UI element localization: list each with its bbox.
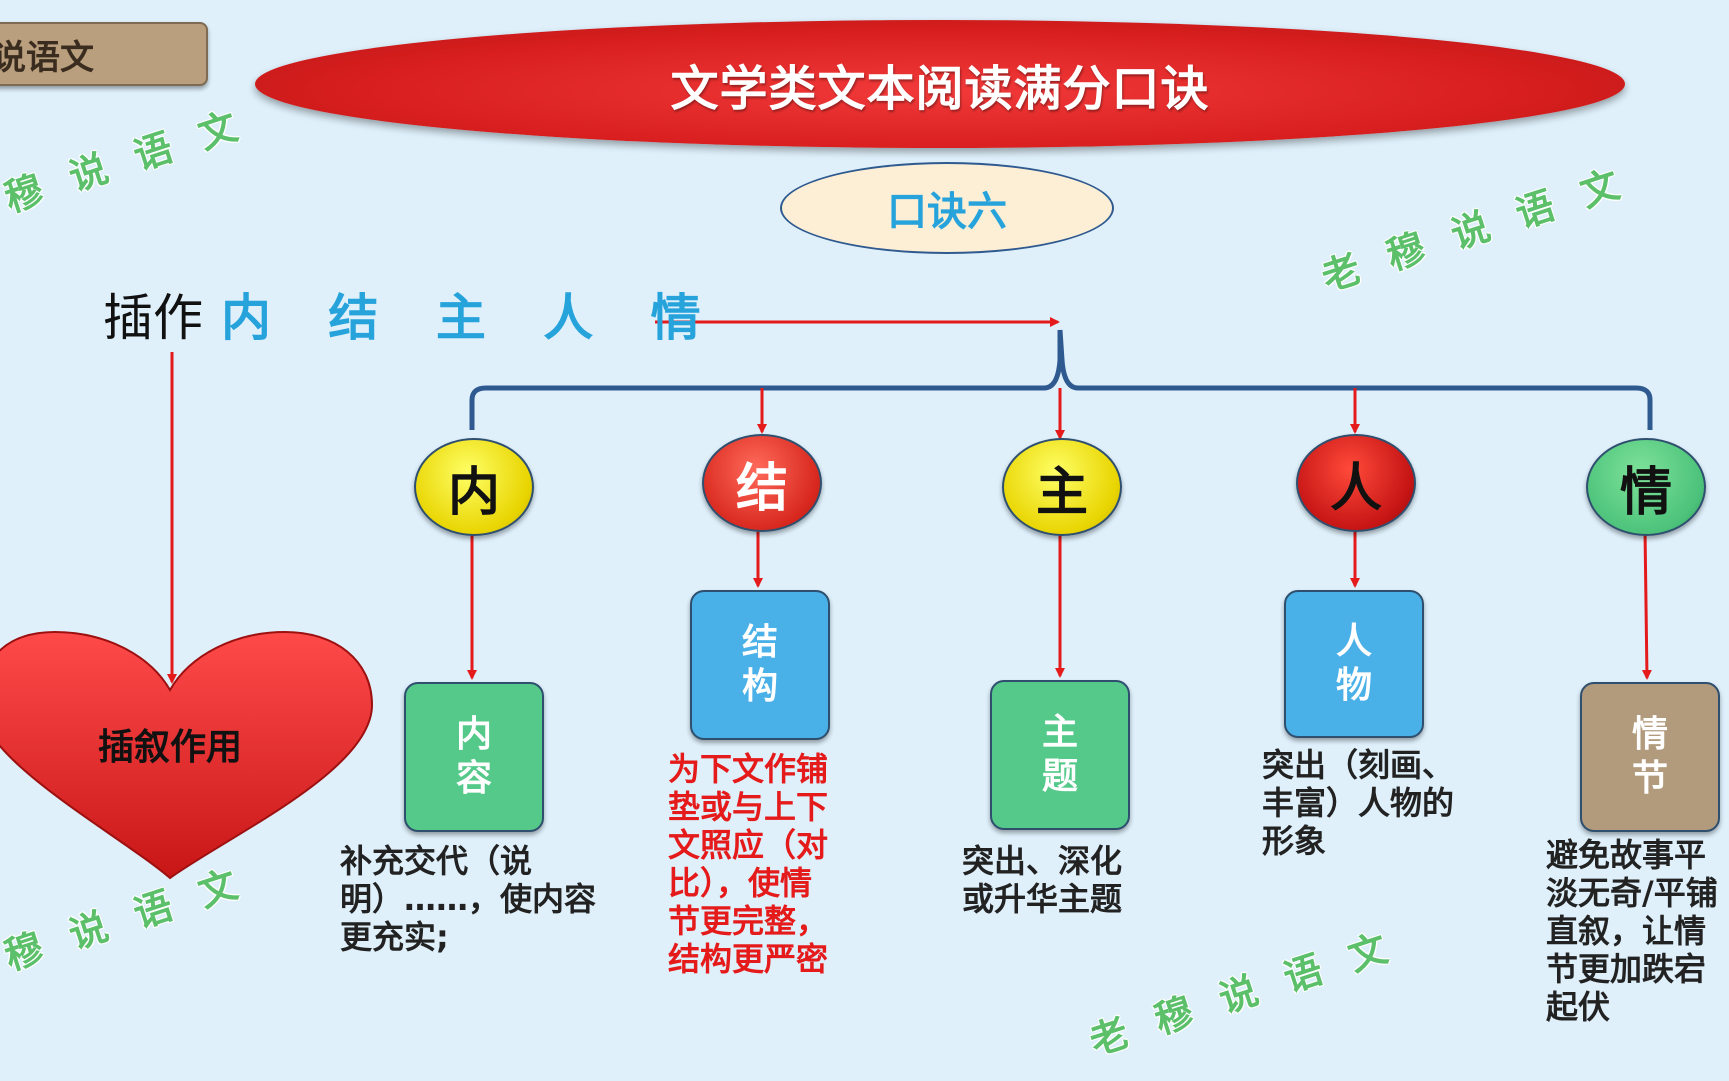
circle-zhu: 主: [1002, 438, 1122, 536]
box-renwu: 人 物: [1284, 590, 1424, 738]
box-jiegou: 结 构: [690, 590, 830, 740]
branch-bracket: [469, 329, 1653, 430]
desc-jiegou: 为下文作铺垫或与上下文照应（对比），使情节更完整，结构更严密: [668, 750, 829, 978]
main-title: 文学类文本阅读满分口诀: [255, 20, 1625, 148]
heart-label: 插叙作用: [97, 727, 242, 768]
box-zhuti-line1: 主: [1041, 712, 1078, 753]
author-tag-label: 穆说语文: [0, 37, 94, 78]
box-neirong: 内 容: [404, 682, 544, 832]
box-renwu-line2: 物: [1335, 665, 1372, 706]
box-neirong-line2: 容: [455, 758, 492, 799]
box-zhuti: 主 题: [990, 680, 1130, 830]
mnemonic-line: 插作内 结 主 人 情: [103, 288, 721, 348]
circle-jie: 结: [702, 434, 822, 532]
circle-nei: 内: [414, 438, 534, 536]
desc-renwu: 突出（刻画、丰富）人物的形象: [1262, 746, 1455, 860]
box-qingjie-line1: 情: [1631, 714, 1668, 755]
circle-qing: 情: [1586, 438, 1706, 536]
arrow-qing: [1641, 529, 1652, 680]
box-neirong-line1: 内: [455, 714, 492, 755]
desc-zhuti: 突出、深化或升华主题: [962, 842, 1123, 918]
box-jiegou-line2: 构: [741, 666, 778, 707]
heart-shape: [0, 630, 374, 880]
mnemonic-keys: 内 结 主 人 情: [221, 289, 721, 347]
box-qingjie: 情 节: [1580, 682, 1720, 832]
circle-ren: 人: [1296, 434, 1416, 532]
desc-neirong: 补充交代（说明）……，使内容更充实;: [340, 842, 597, 956]
subtitle-badge: 口诀六: [780, 162, 1114, 254]
mnemonic-prefix: 插作: [103, 289, 203, 347]
author-tag: 穆说语文: [0, 22, 208, 86]
box-zhuti-line2: 题: [1041, 756, 1078, 797]
box-renwu-line1: 人: [1335, 621, 1372, 662]
desc-qingjie: 避免故事平淡无奇/平铺直叙，让情节更加跌宕起伏: [1546, 836, 1718, 1026]
box-jiegou-line1: 结: [741, 622, 778, 663]
box-qingjie-line2: 节: [1631, 758, 1668, 799]
